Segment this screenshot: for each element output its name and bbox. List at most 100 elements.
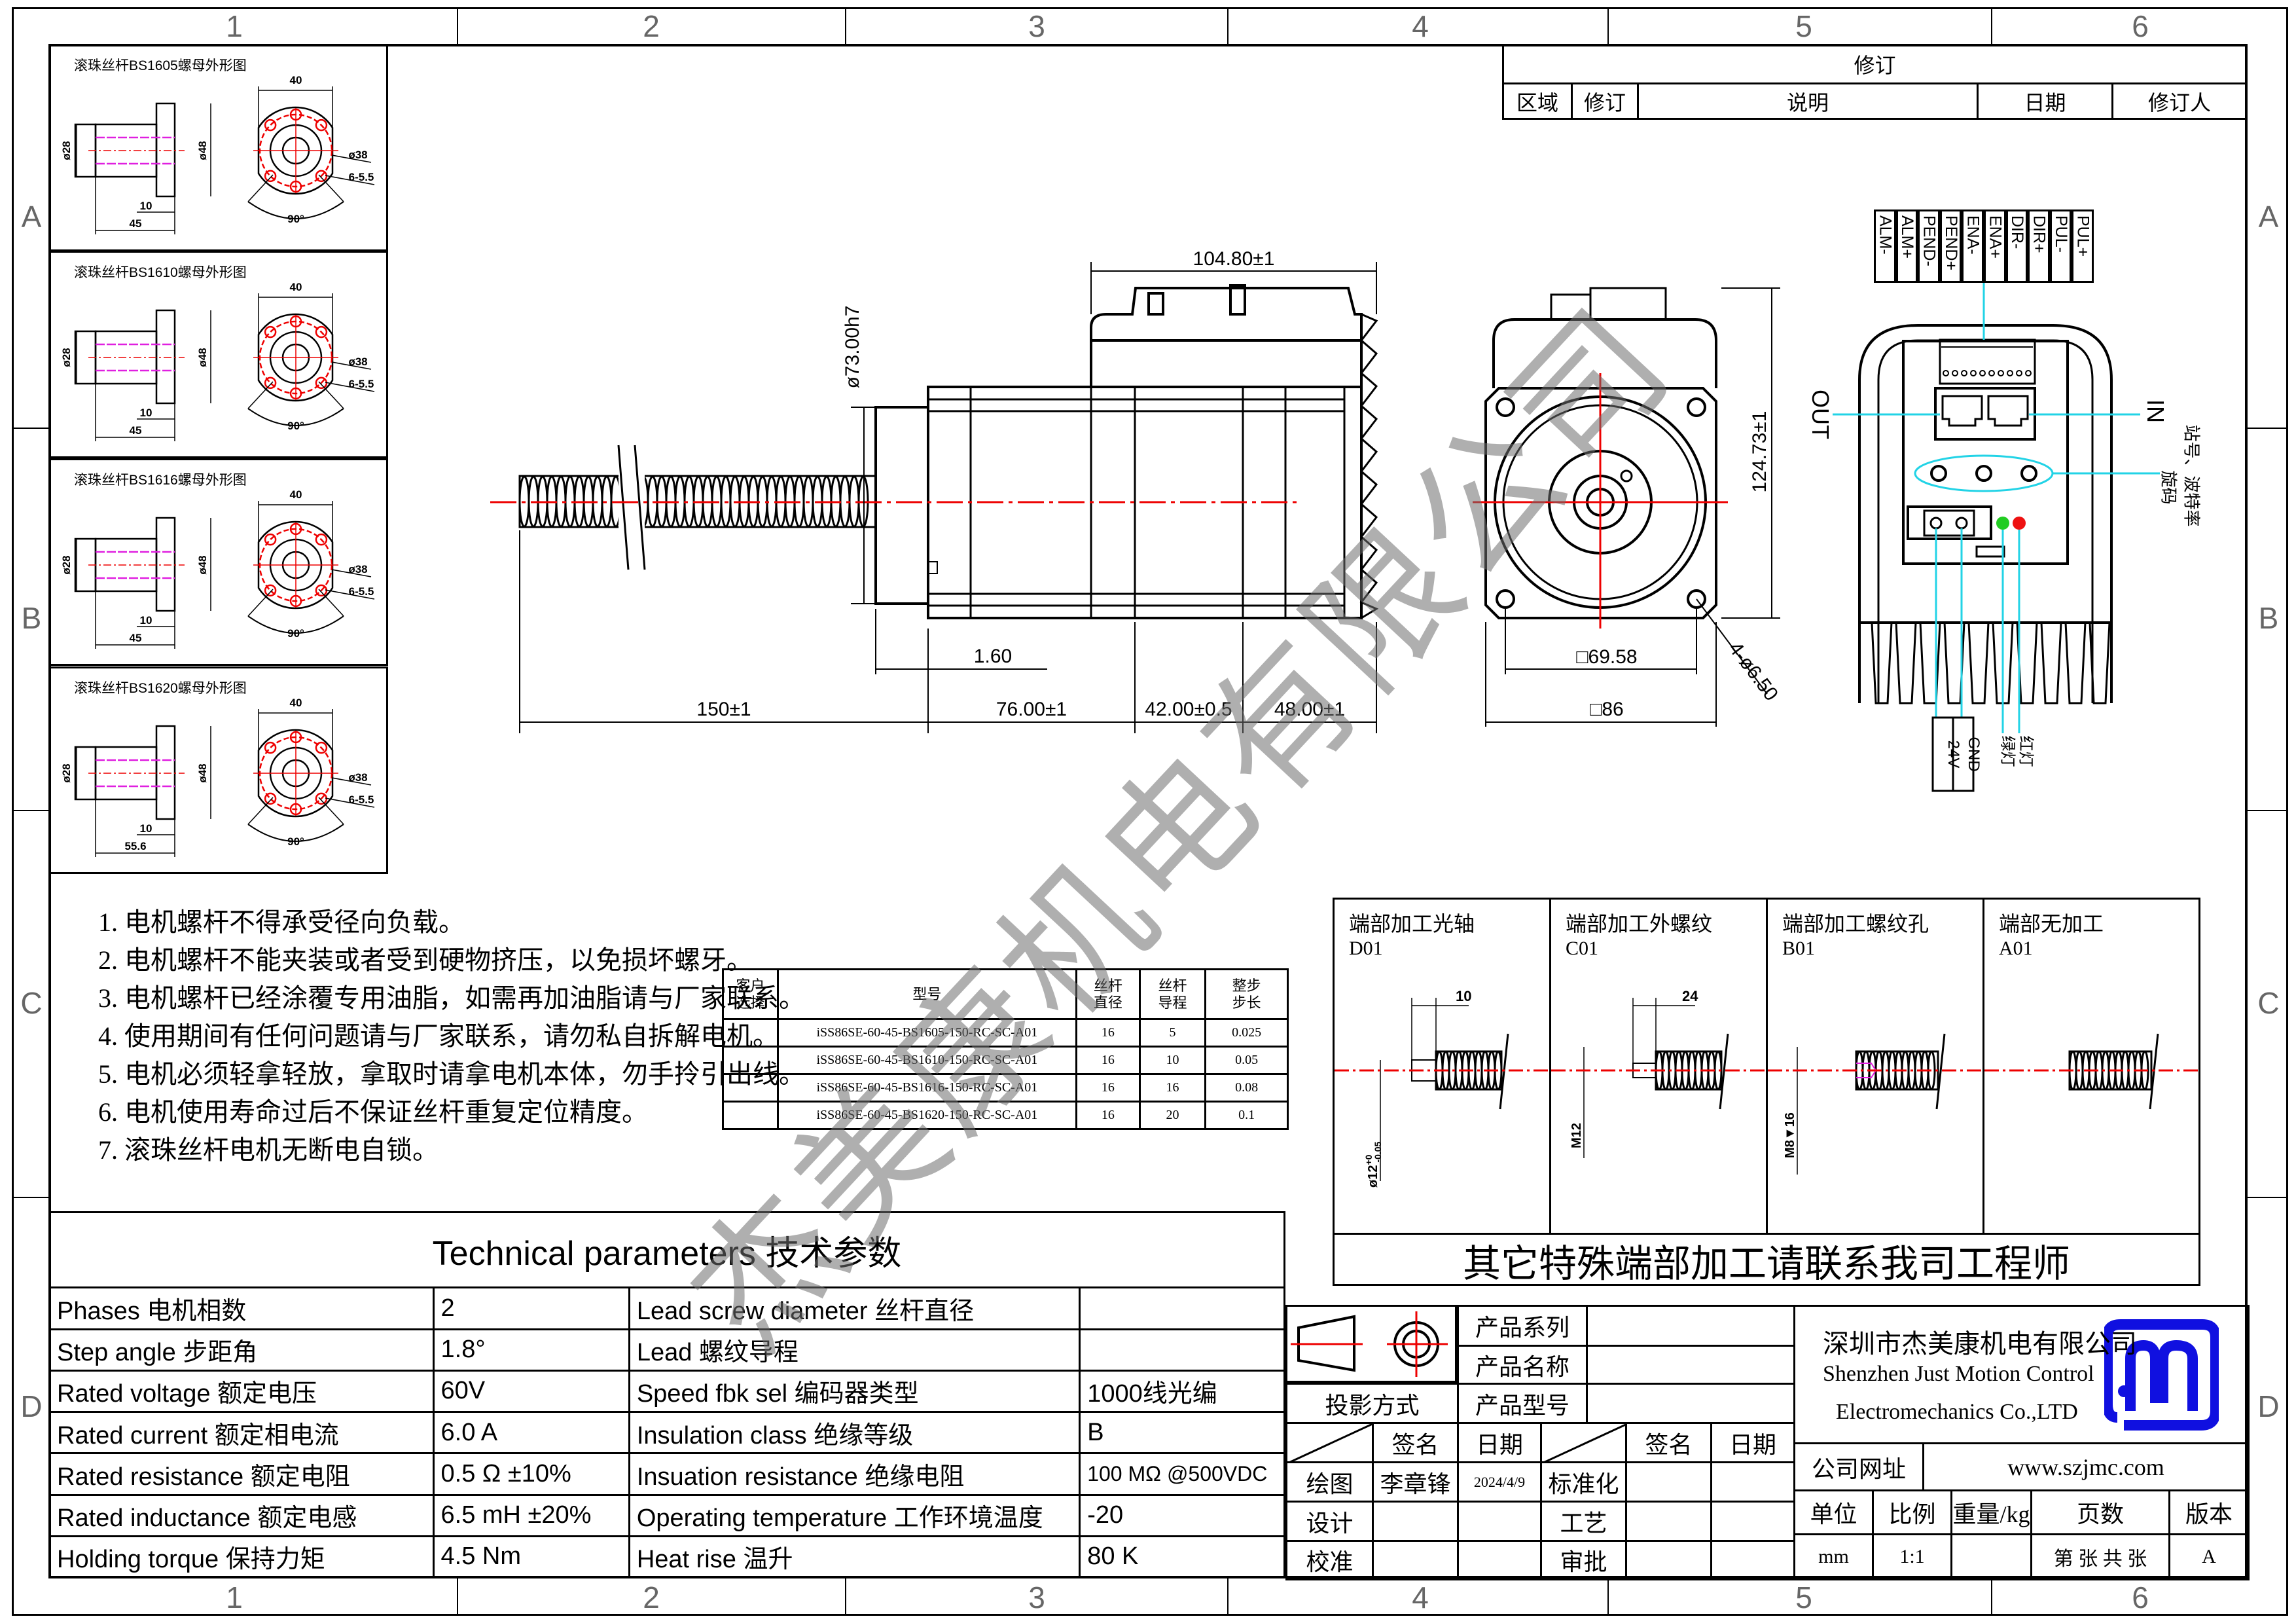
end-length-label: 24 xyxy=(1682,988,1698,1004)
grid-column-label: 4 xyxy=(1412,9,1429,43)
terminal-label-cell: DIR+ xyxy=(2028,210,2050,283)
notes-list: 1. 电机螺杆不得承受径向负载。2. 电机螺杆不能夹装或者受到硬物挤压，以免损坏… xyxy=(98,903,805,1169)
nut-flange xyxy=(155,309,176,405)
driver-housing-front xyxy=(1492,318,1717,388)
terminal-label: ENA- xyxy=(1964,215,1982,255)
terminal-pin xyxy=(1988,370,1995,376)
tech-param-value: 6.5 mH ±20% xyxy=(432,1493,630,1537)
customer-select-cell[interactable] xyxy=(722,1073,779,1103)
nut-side-view xyxy=(74,102,211,234)
title-date: 日期 xyxy=(1457,1422,1542,1463)
mount-hole xyxy=(1687,397,1706,417)
grid-divider xyxy=(1991,1578,1992,1616)
customer-select-cell[interactable] xyxy=(722,1046,779,1075)
front-connector-1 xyxy=(1550,293,1592,321)
model-cell: iSS86SE-60-45-BS1616-150-RC-SC-A01 xyxy=(776,1073,1078,1103)
heat-sink-fins-side xyxy=(1359,313,1379,619)
bolt-hole xyxy=(315,741,328,754)
side-view xyxy=(490,284,1379,619)
grid-column-label: 5 xyxy=(1795,1580,1812,1614)
signature-cell xyxy=(1372,1540,1459,1580)
bolt-hole xyxy=(264,325,277,338)
tech-param-value: B xyxy=(1079,1411,1285,1455)
dim-length-label: 55.6 xyxy=(124,840,146,852)
terminal-label: DIR- xyxy=(2007,215,2026,249)
terminal-label-cell: ALM- xyxy=(1874,210,1896,283)
end-panel-code: B01 xyxy=(1782,938,1816,959)
end-machining-sketch: M8▼16 xyxy=(1768,1033,1984,1175)
heat-sink-fins-back xyxy=(1871,622,2111,704)
angle-leg xyxy=(318,589,344,617)
website-link[interactable]: www.szjmc.com xyxy=(1922,1442,2250,1491)
nut-side-view xyxy=(74,309,211,441)
tech-param-value: 4.5 Nm xyxy=(432,1535,630,1579)
note-item: 7. 滚珠丝杆电机无断电自锁。 xyxy=(98,1135,439,1165)
end-panel-code: A01 xyxy=(1999,938,2033,959)
model-cell: 16 xyxy=(1075,1073,1141,1103)
angle-leg xyxy=(247,589,274,617)
title-approve: 审批 xyxy=(1540,1540,1627,1580)
angle-leg xyxy=(318,381,344,409)
mount-hole xyxy=(1687,589,1706,609)
model-cell: 16 xyxy=(1075,1018,1141,1048)
dim-pilot-height: 1.60 xyxy=(974,646,1012,667)
angle-leg xyxy=(318,797,344,825)
terminal-pin xyxy=(1998,370,2004,376)
leader-line xyxy=(325,797,375,808)
dim-mount-holes: 4-ø6.50 xyxy=(1724,638,1782,704)
nut-flange xyxy=(155,517,176,612)
grid-row-label: D xyxy=(20,1389,43,1423)
grid-divider xyxy=(1607,7,1609,44)
terminal-label: PUL+ xyxy=(2073,215,2092,257)
grid-row-label: A xyxy=(2258,200,2279,234)
dim-collar-dia-label: ø28 xyxy=(60,763,73,782)
model-header-cell: 整步 步长 xyxy=(1204,968,1289,1020)
nut-flange-outline xyxy=(257,313,334,402)
dim-flange-size: □86 xyxy=(1590,699,1624,720)
grid-divider xyxy=(12,810,48,811)
terminal-pin xyxy=(1943,370,1949,376)
customer-select-cell[interactable] xyxy=(722,1018,779,1048)
company-logo xyxy=(2104,1319,2219,1431)
grid-divider xyxy=(1227,1578,1229,1616)
tech-param-label: Phases 电机相数 xyxy=(48,1286,435,1330)
diagonal-cell xyxy=(1285,1422,1374,1463)
nut-front-view xyxy=(247,501,375,634)
out-port-label: OUT xyxy=(1807,390,1834,439)
title-date: 日期 xyxy=(1710,1422,1795,1463)
angle-arc xyxy=(247,824,344,842)
grid-row-label: D xyxy=(2257,1389,2280,1423)
terminal-label-cell: PUL- xyxy=(2049,210,2072,283)
customer-select-cell[interactable] xyxy=(722,1101,779,1130)
grid-column-label: 6 xyxy=(2132,1580,2149,1614)
model-cell: 20 xyxy=(1138,1101,1207,1130)
red-led-label: 红灯 xyxy=(2017,735,2035,767)
tech-param-label: Lead 螺纹导程 xyxy=(628,1328,1081,1372)
terminal-label-cell: ENA- xyxy=(1962,210,1984,283)
model-cell: 0.05 xyxy=(1204,1046,1289,1075)
tech-param-value xyxy=(1079,1286,1285,1330)
note-item: 4. 使用期间有任何问题请与厂家联系，请勿私自拆解电机。 xyxy=(98,1021,779,1051)
model-cell: iSS86SE-60-45-BS1605-150-RC-SC-A01 xyxy=(776,1018,1078,1048)
grid-column-label: 5 xyxy=(1795,9,1812,43)
rj45-out-port xyxy=(1941,395,1983,427)
nut-drawing-title: 滚珠丝杆BS1616螺母外形图 xyxy=(74,473,247,488)
end-length-label: 10 xyxy=(1456,988,1471,1004)
revision-col-reviser: 修订人 xyxy=(2111,82,2248,120)
model-cell: iSS86SE-60-45-BS1620-150-RC-SC-A01 xyxy=(776,1101,1078,1130)
signature-cell xyxy=(1710,1540,1795,1580)
terminal-label: PUL- xyxy=(2052,215,2071,253)
grid-divider xyxy=(1991,7,1992,44)
nut-flange-outline xyxy=(257,106,334,195)
tech-title-row: Technical parameters 技术参数 xyxy=(48,1211,1285,1289)
title-drawn: 绘图 xyxy=(1285,1461,1374,1503)
scale-value: 1:1 xyxy=(1872,1533,1952,1580)
dial-label: 站号、波特率 xyxy=(2181,424,2202,527)
bolt-hole xyxy=(315,119,328,132)
grid-column-label: 3 xyxy=(1028,9,1045,43)
